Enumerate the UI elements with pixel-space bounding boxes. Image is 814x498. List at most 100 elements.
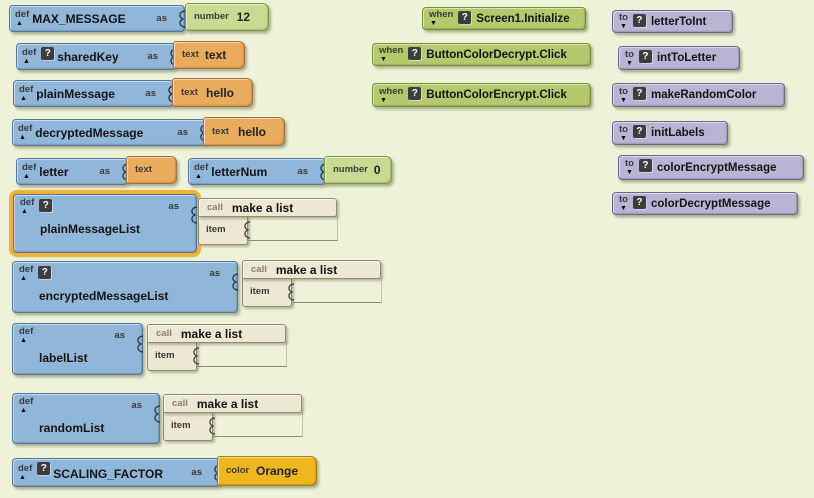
make-a-list-block[interactable]: call make a list item bbox=[163, 394, 303, 441]
number-value-block[interactable]: number 12 bbox=[185, 3, 269, 31]
def-encrypted-message-list[interactable]: def ▲ ? as encryptedMessageList bbox=[12, 261, 239, 313]
comment-question-icon[interactable]: ? bbox=[39, 199, 53, 212]
def-letter-num[interactable]: def ▲ letterNum as bbox=[188, 158, 327, 185]
item-socket[interactable] bbox=[197, 342, 287, 367]
make-a-list-block[interactable]: call make a list item bbox=[147, 324, 287, 371]
number-value[interactable]: 12 bbox=[236, 10, 250, 24]
collapse-down-triangle-icon[interactable]: ▼ bbox=[620, 96, 627, 104]
def-decrypted-message[interactable]: def ▲ decryptedMessage as bbox=[12, 119, 207, 146]
call-label: call bbox=[207, 201, 223, 213]
comment-question-icon[interactable]: ? bbox=[638, 159, 652, 172]
when-buttoncolordecrypt-click-block[interactable]: when ▼ ? ButtonColorDecrypt.Click bbox=[372, 43, 591, 66]
make-a-list-label: make a list bbox=[275, 262, 338, 277]
number-value[interactable]: 0 bbox=[373, 163, 381, 177]
comment-question-icon[interactable]: ? bbox=[38, 266, 52, 279]
to-label: to bbox=[619, 123, 628, 135]
comment-question-icon[interactable]: ? bbox=[632, 87, 646, 100]
item-socket[interactable] bbox=[292, 278, 382, 303]
collapse-up-triangle-icon[interactable]: ▲ bbox=[19, 474, 26, 481]
collapse-up-triangle-icon[interactable]: ▲ bbox=[21, 208, 28, 215]
when-buttoncolorencrypt-click-block[interactable]: when ▼ ? ButtonColorEncrypt.Click bbox=[372, 83, 591, 107]
text-value[interactable]: text bbox=[204, 48, 227, 62]
item-socket[interactable] bbox=[213, 412, 303, 437]
to-color-decrypt-message-block[interactable]: to ▼ ? colorDecryptMessage bbox=[612, 192, 798, 215]
def-plain-message-list[interactable]: def ▲ ? as plainMessageList bbox=[13, 194, 198, 253]
text-value[interactable]: hello bbox=[237, 124, 266, 139]
make-a-list-header[interactable]: call make a list bbox=[242, 260, 381, 279]
def-shared-key[interactable]: def ▲ ? sharedKey as bbox=[16, 43, 177, 70]
item-socket[interactable] bbox=[248, 216, 338, 241]
def-letter[interactable]: def ▲ letter as bbox=[16, 158, 129, 185]
collapse-down-triangle-icon[interactable]: ▼ bbox=[620, 205, 627, 212]
text-value[interactable]: hello bbox=[205, 85, 234, 100]
collapse-down-triangle-icon[interactable]: ▼ bbox=[620, 134, 627, 142]
item-label: item bbox=[206, 224, 226, 235]
make-a-list-label: make a list bbox=[196, 396, 259, 411]
make-a-list-header[interactable]: call make a list bbox=[163, 394, 302, 413]
item-label: item bbox=[155, 350, 175, 361]
collapse-down-triangle-icon[interactable]: ▼ bbox=[626, 169, 633, 176]
item-tab: item bbox=[242, 278, 295, 307]
collapse-down-triangle-icon[interactable]: ▼ bbox=[430, 20, 437, 27]
to-make-random-color-block[interactable]: to ▼ ? makeRandomColor bbox=[612, 83, 785, 107]
make-a-list-label: make a list bbox=[231, 200, 294, 215]
comment-question-icon[interactable]: ? bbox=[632, 196, 646, 209]
def-max-message[interactable]: def ▲ MAX_MESSAGE as bbox=[9, 5, 186, 32]
number-value-block[interactable]: number 0 bbox=[324, 156, 392, 184]
make-a-list-block[interactable]: call make a list item bbox=[242, 260, 382, 307]
to-int-to-letter-block[interactable]: to ▼ ? intToLetter bbox=[618, 46, 740, 70]
def-label: def bbox=[19, 84, 34, 95]
color-value[interactable]: Orange bbox=[255, 464, 298, 478]
as-label: as bbox=[191, 466, 202, 478]
comment-question-icon[interactable]: ? bbox=[37, 462, 51, 475]
to-color-encrypt-message-block[interactable]: to ▼ ? colorEncryptMessage bbox=[618, 155, 804, 180]
def-label-col: def ▲ bbox=[22, 163, 36, 181]
comment-question-icon[interactable]: ? bbox=[408, 87, 422, 100]
item-tab: item bbox=[163, 412, 216, 441]
collapse-down-triangle-icon[interactable]: ▼ bbox=[380, 56, 387, 63]
to-letter-to-int-block[interactable]: to ▼ ? letterToInt bbox=[612, 10, 733, 33]
text-value-block[interactable]: text hello bbox=[203, 117, 285, 146]
text-value-block[interactable]: text text bbox=[173, 41, 245, 69]
text-value-block[interactable]: text bbox=[126, 156, 177, 184]
collapse-up-triangle-icon[interactable]: ▲ bbox=[20, 337, 27, 344]
text-value-block[interactable]: text hello bbox=[172, 78, 253, 107]
def-label-list[interactable]: def ▲ as labelList bbox=[12, 323, 144, 375]
collapse-up-triangle-icon[interactable]: ▲ bbox=[23, 173, 30, 180]
def-random-list[interactable]: def ▲ as randomList bbox=[12, 393, 161, 444]
collapse-down-triangle-icon[interactable]: ▼ bbox=[620, 23, 627, 30]
call-label: call bbox=[251, 263, 267, 275]
collapse-down-triangle-icon[interactable]: ▼ bbox=[626, 59, 633, 67]
make-a-list-block[interactable]: call make a list item bbox=[198, 198, 338, 245]
comment-question-icon[interactable]: ? bbox=[408, 47, 422, 60]
to-init-labels-block[interactable]: to ▼ ? initLabels bbox=[612, 121, 728, 145]
color-value-block[interactable]: color Orange bbox=[217, 456, 317, 486]
to-label-col: to ▼ bbox=[625, 49, 634, 67]
comment-question-icon[interactable]: ? bbox=[638, 50, 652, 63]
def-plain-message[interactable]: def ▲ plainMessage as bbox=[13, 80, 175, 107]
collapse-up-triangle-icon[interactable]: ▲ bbox=[20, 407, 27, 414]
comment-question-icon[interactable]: ? bbox=[632, 125, 646, 138]
when-screen1-initialize-block[interactable]: when ▼ ? Screen1.Initialize bbox=[422, 7, 586, 30]
collapse-up-triangle-icon[interactable]: ▲ bbox=[20, 275, 27, 282]
collapse-down-triangle-icon[interactable]: ▼ bbox=[380, 96, 387, 104]
def-label-col: def ▲ bbox=[22, 48, 36, 66]
comment-question-icon[interactable]: ? bbox=[632, 14, 646, 27]
to-label: to bbox=[625, 158, 634, 169]
make-a-list-header[interactable]: call make a list bbox=[198, 198, 337, 217]
collapse-up-triangle-icon[interactable]: ▲ bbox=[195, 173, 202, 180]
when-label-col: when ▼ bbox=[429, 10, 453, 28]
as-label: as bbox=[209, 267, 220, 279]
collapse-up-triangle-icon[interactable]: ▲ bbox=[16, 20, 23, 27]
def-label-col: def ▲ bbox=[19, 327, 33, 345]
comment-question-icon[interactable]: ? bbox=[458, 11, 472, 24]
collapse-up-triangle-icon[interactable]: ▲ bbox=[23, 58, 30, 65]
text-type-label: text bbox=[182, 49, 199, 60]
collapse-up-triangle-icon[interactable]: ▲ bbox=[19, 134, 26, 141]
collapse-up-triangle-icon[interactable]: ▲ bbox=[20, 95, 27, 102]
comment-question-icon[interactable]: ? bbox=[41, 47, 55, 60]
make-a-list-header[interactable]: call make a list bbox=[147, 324, 286, 343]
plug-socket-icon bbox=[244, 221, 251, 239]
def-scaling-factor[interactable]: def ▲ ? SCALING_FACTOR as bbox=[12, 458, 221, 487]
